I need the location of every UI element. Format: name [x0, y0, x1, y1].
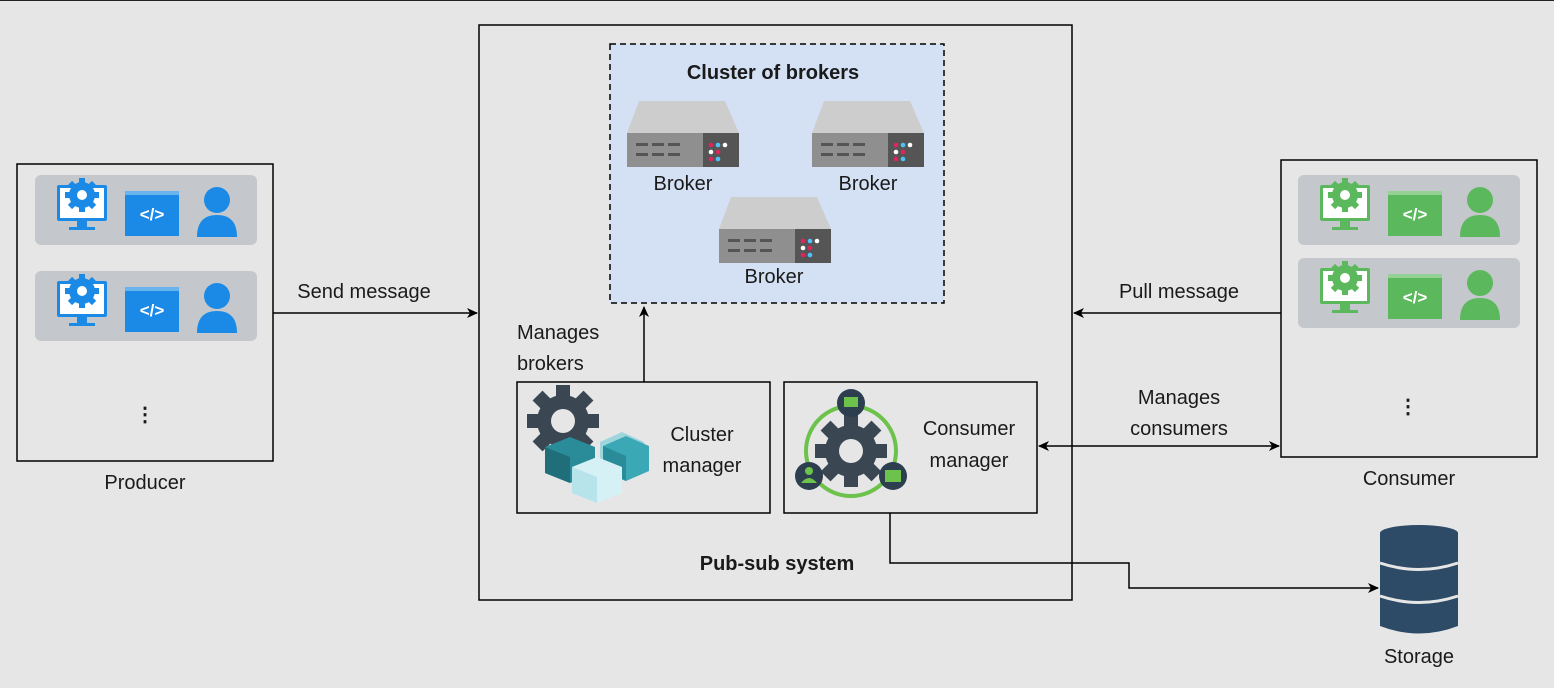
monitor-gear-icon [57, 178, 107, 230]
broker-server-icon [812, 101, 924, 167]
monitor-gear-icon [57, 274, 107, 326]
edges: Send message Pull message Manages broker… [273, 281, 1379, 593]
user-icon [197, 187, 237, 237]
manages-consumers-label-line1: Manages [1138, 387, 1220, 409]
broker-server-icon [627, 101, 739, 167]
pubsub-title: Pub-sub system [700, 553, 854, 575]
producer-group: </> </> ⋮ Producer [16, 163, 274, 494]
code-window-icon: </> [125, 191, 179, 236]
consumer-row: </> [1298, 175, 1520, 245]
storage-arrow [889, 513, 1379, 593]
broker-label: Broker [745, 266, 804, 288]
consumer-manager-label-line2: manager [930, 450, 1009, 472]
pull-message-label: Pull message [1119, 281, 1239, 303]
broker-server-icon [719, 197, 831, 263]
storage-label: Storage [1384, 646, 1454, 668]
manages-brokers-label-line1: Manages [517, 322, 599, 344]
broker-label: Broker [654, 173, 713, 195]
manages-brokers-label-line2: brokers [517, 353, 584, 375]
cluster-manager-label-line2: manager [663, 455, 742, 477]
consumer-ellipsis: ⋮ [1398, 396, 1418, 418]
consumer-manager-box [783, 381, 1038, 514]
user-icon [197, 283, 237, 333]
broker-label: Broker [839, 173, 898, 195]
code-window-icon: </> [1388, 274, 1442, 319]
code-window-icon: </> [1388, 191, 1442, 236]
cluster-manager-label-line1: Cluster [670, 424, 734, 446]
monitor-gear-icon [1320, 261, 1370, 313]
user-icon [1460, 187, 1500, 237]
svg-text:</>: </> [1403, 205, 1428, 224]
manages-consumers-label-line2: consumers [1130, 418, 1228, 440]
svg-text:</>: </> [1403, 288, 1428, 307]
cluster-manager-icon [527, 385, 649, 503]
svg-text:</>: </> [140, 205, 165, 224]
send-message-label: Send message [297, 281, 430, 303]
user-icon [1460, 270, 1500, 320]
cluster-title: Cluster of brokers [687, 62, 859, 84]
producer-row: </> [35, 175, 257, 245]
pubsub-system: Pub-sub system Cluster of brokers Broker… [478, 24, 1073, 601]
pubsub-box [478, 24, 1073, 601]
producer-row: </> [35, 271, 257, 341]
producer-ellipsis: ⋮ [135, 404, 155, 426]
monitor-gear-icon [1320, 178, 1370, 230]
storage-icon [1379, 525, 1459, 634]
consumer-label: Consumer [1363, 468, 1456, 490]
consumer-box [1280, 159, 1538, 458]
svg-text:</>: </> [140, 301, 165, 320]
consumer-manager-icon [795, 389, 907, 498]
consumer-manager-label-line1: Consumer [923, 418, 1016, 440]
producer-label: Producer [104, 472, 185, 494]
consumer-group: </> </> ⋮ Consumer [1280, 159, 1538, 490]
consumer-row: </> [1298, 258, 1520, 328]
code-window-icon: </> [125, 287, 179, 332]
